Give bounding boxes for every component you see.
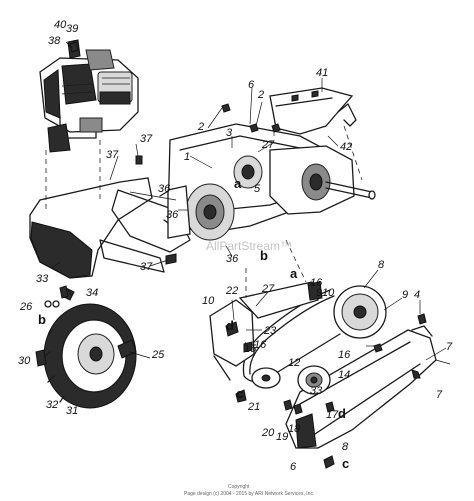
callout-35: 34: [86, 287, 98, 299]
callout-20: 17: [326, 409, 339, 421]
tension-bracket: [209, 239, 323, 381]
callout-16-b: 16: [254, 339, 267, 351]
letter-c-bottom: c: [342, 456, 349, 471]
letter-b-center: b: [260, 248, 268, 263]
letter-a-top: a: [234, 176, 242, 191]
letter-markers: a a b b c c d d: [38, 176, 349, 471]
letter-d-left: d: [226, 318, 234, 333]
callout-30: 30: [18, 355, 31, 367]
callout-37-top: 37: [140, 133, 153, 145]
wheel: [43, 303, 137, 409]
callout-1: 1: [184, 151, 190, 163]
callout-27-bottom: 27: [261, 283, 275, 295]
callout-37-mid: 37: [106, 149, 119, 161]
callout-34: 33: [36, 273, 49, 285]
callout-4: 4: [414, 289, 420, 301]
callout-17: 16: [310, 277, 323, 289]
watermark: AllPartStream™: [206, 239, 292, 253]
callout-2-b: 2: [257, 89, 264, 101]
callout-40: 40: [54, 19, 67, 31]
callout-41: 41: [316, 67, 328, 79]
engine-mount-bracket: [29, 140, 191, 279]
callout-28: 25: [151, 349, 165, 361]
leader-lines: [51, 40, 451, 365]
callout-14: 10: [202, 295, 215, 307]
belt-cover: [285, 325, 437, 449]
callout-21: 18: [288, 423, 301, 435]
copyright-line-2: Page design (c) 2004 - 2015 by ARI Netwo…: [184, 491, 314, 497]
callout-24: 21: [247, 401, 260, 413]
callout-9-b: 8: [342, 441, 349, 453]
callout-29: 26: [19, 301, 33, 313]
callout-33: 33: [310, 385, 323, 397]
idler-pulleys: [251, 365, 331, 395]
letter-c-left: c: [236, 386, 243, 401]
callout-23: 20: [261, 427, 275, 439]
callout-36-b: 36: [166, 209, 179, 221]
tine-shield: [269, 87, 363, 181]
large-pulley: [333, 285, 387, 339]
callout-19: 16: [338, 349, 351, 361]
callout-13: 10: [322, 287, 335, 299]
callout-5: 5: [254, 183, 261, 195]
copyright-line-1: Copyright: [228, 484, 250, 490]
callout-39: 39: [66, 23, 78, 35]
callout-36-a: 36: [158, 183, 171, 195]
callout-22: 19: [276, 431, 288, 443]
callout-32: 32: [46, 399, 58, 411]
callout-42: 42: [340, 141, 352, 153]
callout-38: 38: [48, 35, 61, 47]
callout-36-c: 36: [226, 253, 239, 265]
callout-27-top: 27: [261, 139, 275, 151]
letter-d-right: d: [338, 406, 346, 421]
callout-16-a: 15: [244, 343, 257, 355]
callout-2-a: 2: [197, 121, 204, 133]
callout-9-a: 7: [446, 341, 453, 353]
callout-12: 9: [316, 287, 322, 299]
callout-6: 6: [248, 79, 255, 91]
callout-37-bottom: 37: [140, 261, 153, 273]
callout-15: 12: [288, 357, 300, 369]
callout-8: 7: [436, 389, 443, 401]
engine: [39, 39, 139, 153]
callout-labels: 40 39 38 37 37 37 36 36 36 33 34 26 30 3…: [18, 19, 453, 473]
callout-11: 9: [402, 289, 408, 301]
callout-10: 8: [378, 259, 385, 271]
callout-3: 3: [226, 127, 233, 139]
callout-26: 23: [263, 325, 277, 337]
chain-case: [269, 145, 376, 215]
letter-b-left: b: [38, 312, 46, 327]
callout-31: 31: [66, 405, 78, 417]
callout-25: 22: [225, 285, 238, 297]
callout-7: 6: [290, 461, 297, 473]
letter-a-right: a: [290, 266, 298, 281]
callout-18: 14: [338, 369, 350, 381]
